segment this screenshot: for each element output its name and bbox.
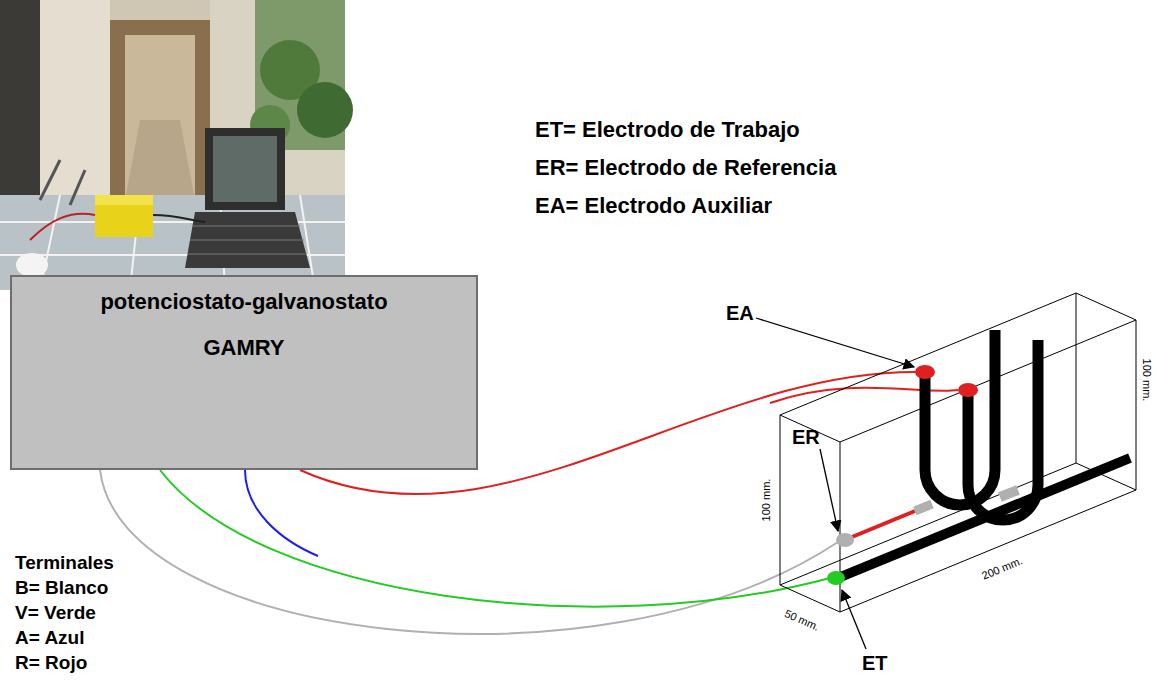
electrode-label: ER: [792, 426, 820, 448]
terminal-heading: Terminales: [15, 553, 114, 574]
instrument-box: potenciostato-galvanostatoGAMRY: [10, 275, 478, 470]
dimension: 100 mm.: [1141, 358, 1153, 403]
dimension: 100 mm.: [760, 478, 772, 523]
box-text: potenciostato-galvanostato: [12, 289, 476, 315]
key-text: ET= Electrodo de Trabajo: [535, 118, 800, 142]
electrode-label: ET: [862, 652, 888, 674]
terminal-key: R= Rojo: [15, 653, 87, 674]
key-text: EA= Electrodo Auxiliar: [535, 194, 772, 218]
terminal-key: B= Blanco: [15, 578, 108, 599]
box-text: GAMRY: [12, 335, 476, 361]
lab-photo: [0, 0, 353, 290]
electrochemical-cell: [780, 293, 1136, 612]
key-text: ER= Electrodo de Referencia: [535, 156, 836, 180]
dimension: 50 mm.: [782, 607, 822, 634]
electrode-label: EA: [726, 302, 754, 324]
terminal-key: V= Verde: [15, 603, 96, 624]
dimension: 200 mm.: [979, 554, 1025, 582]
terminal-key: A= Azul: [15, 628, 85, 649]
leader-lines: [756, 318, 914, 649]
